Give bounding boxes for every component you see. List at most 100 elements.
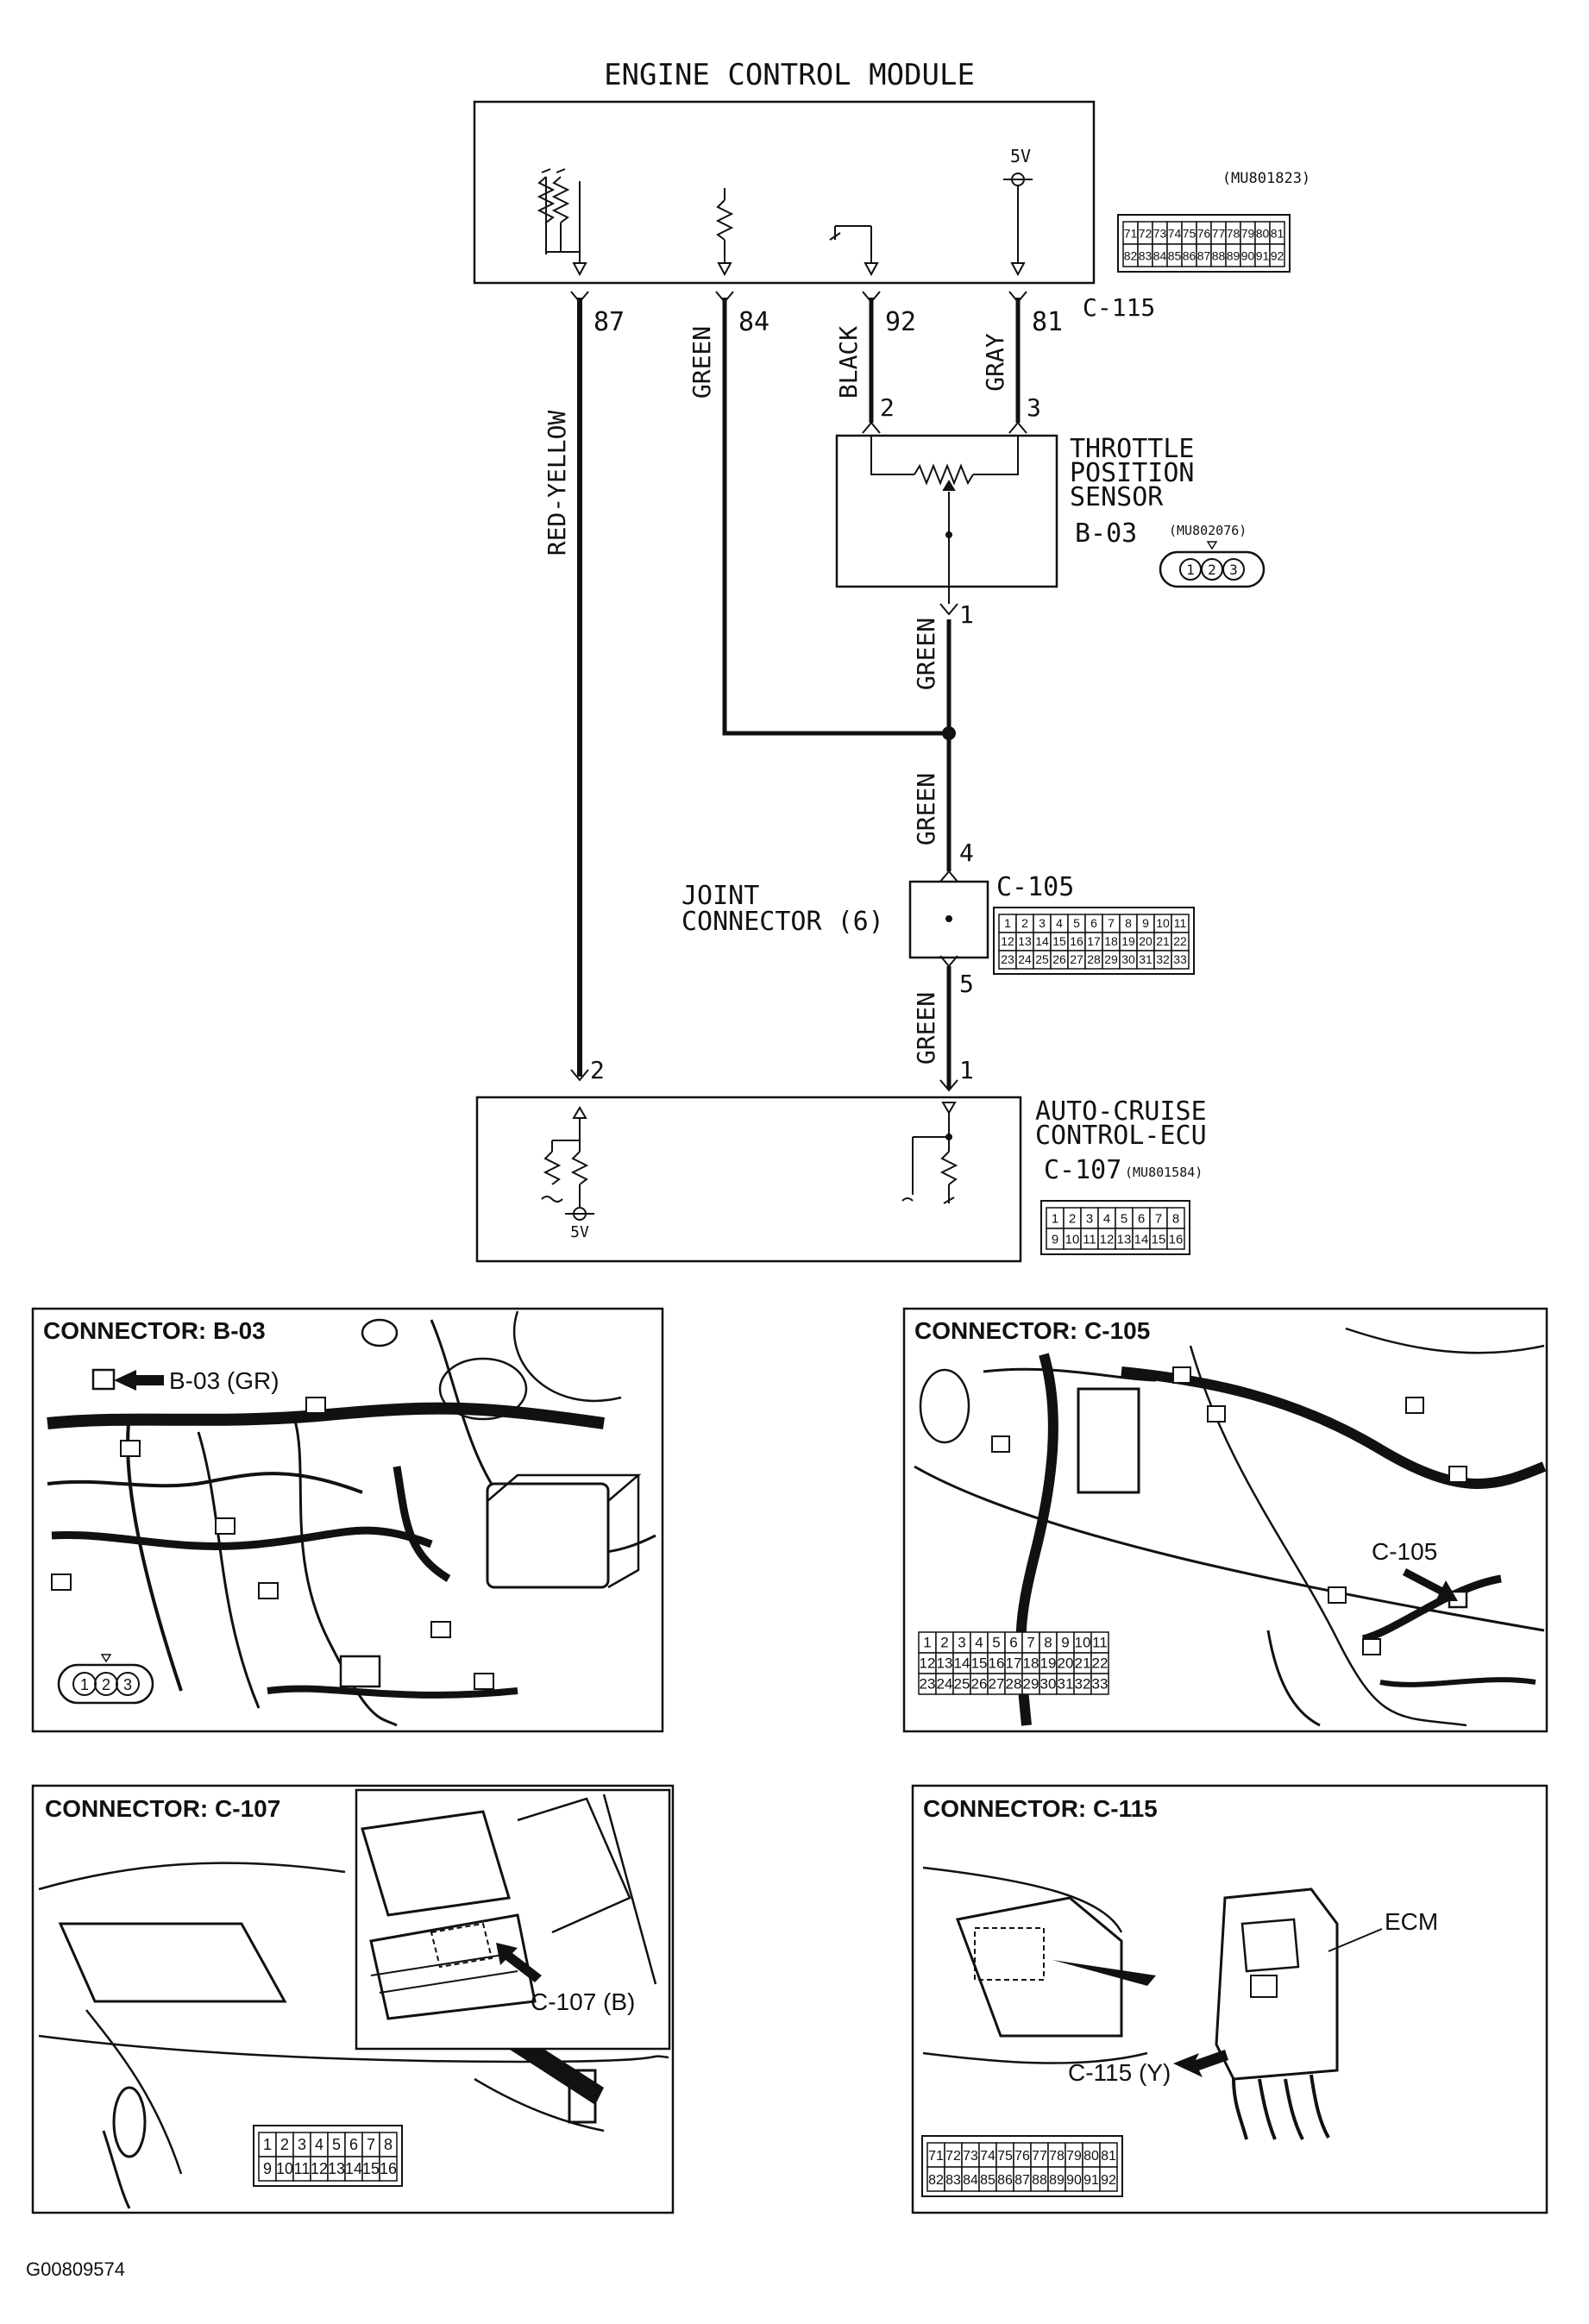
- ecu-face-pin-10: 10: [1065, 1232, 1080, 1247]
- panel-b03-title: CONNECTOR: B-03: [43, 1317, 266, 1344]
- panel-c105-face-pin-2: 2: [940, 1634, 948, 1650]
- ecm-5v-label: 5V: [1010, 146, 1031, 166]
- pin-81: 81: [1032, 307, 1063, 337]
- joint-face-pin-24: 24: [1018, 952, 1032, 966]
- joint-face-pin-2: 2: [1021, 916, 1028, 930]
- panel-c107-callout: C-107 (B): [531, 1988, 635, 2015]
- ecu-face-cell: [1166, 1228, 1185, 1250]
- panel-c105-face-pin-29: 29: [1023, 1675, 1039, 1692]
- wire-label-gray: GRAY: [981, 333, 1009, 392]
- ecu-name-2: CONTROL-ECU: [1035, 1121, 1207, 1151]
- ecu-pin1-dot: [945, 1134, 952, 1140]
- panel-c105-face-pin-25: 25: [954, 1675, 970, 1692]
- panel-c107-title: CONNECTOR: C-107: [45, 1795, 280, 1822]
- panel-c115-face-pin-72: 72: [945, 2149, 961, 2164]
- ecm-face-pin-73: 73: [1153, 227, 1167, 241]
- panel-c107-face-pin-10: 10: [276, 2160, 293, 2177]
- tps-pin-2: 2: [880, 393, 895, 422]
- panel-c115-face-pin-83: 83: [945, 2173, 961, 2188]
- panel-c107-face-pin-15: 15: [362, 2160, 380, 2177]
- panel-c107-face-pin-3: 3: [298, 2136, 306, 2153]
- joint-face-pin-31: 31: [1139, 952, 1152, 966]
- panel-c107-face-pin-9: 9: [263, 2160, 272, 2177]
- joint-face-pin-20: 20: [1139, 934, 1152, 948]
- panel-c115-face-pin-82: 82: [928, 2173, 944, 2188]
- joint-face-pin-19: 19: [1121, 934, 1135, 948]
- ecm-face-pin-84: 84: [1153, 249, 1167, 263]
- joint-face-pin-29: 29: [1104, 952, 1118, 966]
- ecm-box: [473, 100, 1096, 285]
- panel-c115-face-pin-84: 84: [963, 2173, 978, 2188]
- ecm-face-pin-89: 89: [1227, 249, 1240, 263]
- panel-c115-face-pin-80: 80: [1083, 2149, 1099, 2164]
- ecm-face-cell: [1269, 243, 1285, 267]
- joint-face-pin-13: 13: [1018, 934, 1032, 948]
- ecu-face-pin-6: 6: [1138, 1211, 1145, 1226]
- joint-face-pin-18: 18: [1104, 934, 1118, 948]
- panel-c105-face-pin-7: 7: [1027, 1634, 1034, 1650]
- ecm-face-pin-87: 87: [1197, 249, 1211, 263]
- panel-c105-face-pin-12: 12: [920, 1655, 936, 1671]
- panel-c115-face-pin-92: 92: [1101, 2173, 1116, 2188]
- panel-c105-face-pin-20: 20: [1058, 1655, 1074, 1671]
- ecm-face-pin-80: 80: [1256, 227, 1270, 241]
- ecm-face-pin-83: 83: [1139, 249, 1152, 263]
- tps-name-3: SENSOR: [1070, 482, 1164, 512]
- ecm-face-pin-92: 92: [1271, 249, 1284, 263]
- ecm-face-pin-74: 74: [1168, 227, 1182, 241]
- ecu-5v-label: 5V: [570, 1223, 589, 1241]
- panel-c105-face-pin-3: 3: [958, 1634, 965, 1650]
- panel-c105-face-pin-16: 16: [989, 1655, 1005, 1671]
- panel-c115-face-pin-81: 81: [1101, 2149, 1116, 2164]
- panel-c105-face-pin-27: 27: [989, 1675, 1005, 1692]
- ecu-face-pin-16: 16: [1169, 1232, 1184, 1247]
- joint-face-pin-7: 7: [1108, 916, 1115, 930]
- joint-name-2: CONNECTOR (6): [681, 907, 884, 937]
- ecu-pin-1: 1: [959, 1056, 974, 1084]
- ecm-face-pin-88: 88: [1212, 249, 1226, 263]
- panel-c115-face-pin-78: 78: [1049, 2149, 1065, 2164]
- panel-c115-face-cell: [1099, 2166, 1118, 2192]
- joint-face-pin-4: 4: [1056, 916, 1063, 930]
- ecm-face-pin-79: 79: [1241, 227, 1255, 241]
- joint-face-pin-10: 10: [1156, 916, 1170, 930]
- panel-b03-pin-1: 1: [80, 1676, 89, 1693]
- panel-c115-face-pin-86: 86: [997, 2173, 1013, 2188]
- ecm-face-pin-71: 71: [1124, 227, 1138, 241]
- panel-c105-face-pin-11: 11: [1092, 1634, 1108, 1650]
- ecu-face-pin-1: 1: [1052, 1211, 1058, 1226]
- ecu-face-pin-12: 12: [1100, 1232, 1115, 1247]
- joint-face-pin-25: 25: [1035, 952, 1049, 966]
- joint-pin-4: 4: [959, 839, 974, 867]
- wire-label-green-joint-out: GREEN: [912, 992, 940, 1065]
- panel-c105-face-pin-15: 15: [971, 1655, 988, 1671]
- wire-label-green-tps: GREEN: [912, 618, 940, 690]
- panel-c105-face-pin-23: 23: [920, 1675, 936, 1692]
- tps-pin-3: 3: [1027, 393, 1041, 422]
- joint-face-pin-9: 9: [1142, 916, 1149, 930]
- panel-c105-face-pin-1: 1: [923, 1634, 931, 1650]
- panel-c105-face-pin-24: 24: [937, 1675, 953, 1692]
- panel-c107-face-pin-8: 8: [384, 2136, 393, 2153]
- wire-green-84: [722, 298, 949, 736]
- joint-face-pin-27: 27: [1070, 952, 1083, 966]
- ecm-face-pin-90: 90: [1241, 249, 1255, 263]
- tps-face-pin-3: 3: [1229, 562, 1238, 578]
- panel-b03-engine-bay: [47, 1310, 656, 1727]
- panel-c107-inset-detail: [361, 1793, 657, 2020]
- panel-c105-face-pin-32: 32: [1075, 1675, 1091, 1692]
- tps-box: [835, 434, 1058, 588]
- tps-name-1: THROTTLE: [1070, 434, 1195, 464]
- joint-face-pin-16: 16: [1070, 934, 1083, 948]
- joint-face-pin-30: 30: [1121, 952, 1135, 966]
- joint-pin-5: 5: [959, 970, 974, 998]
- panel-c107-face-pin-12: 12: [311, 2160, 328, 2177]
- tps-id: B-03: [1075, 518, 1137, 549]
- panel-c107-arrow: [496, 1943, 542, 1982]
- panel-c115-ecm-label: ECM: [1385, 1908, 1438, 1935]
- tps-part-number: (MU802076): [1169, 523, 1247, 538]
- joint-face-cell: [1171, 950, 1190, 970]
